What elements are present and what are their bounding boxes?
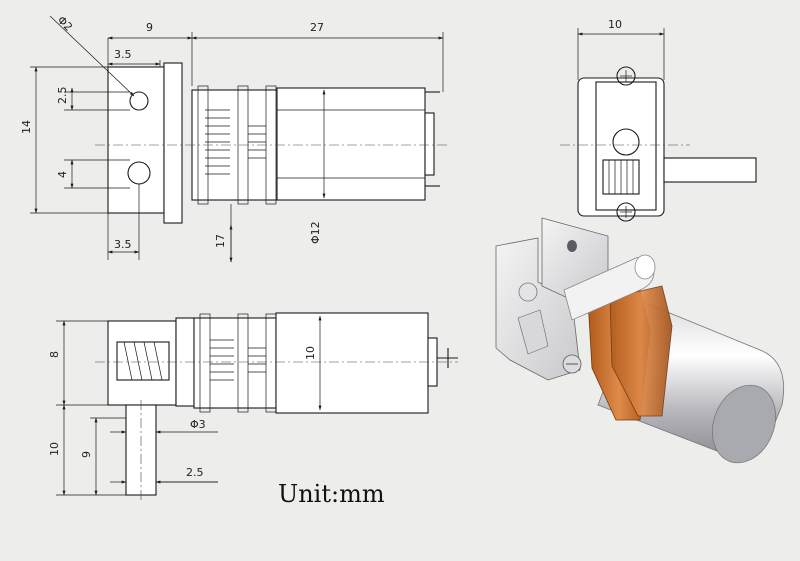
- dim-phi12: Φ12: [309, 221, 322, 244]
- dim-10-shaft: 10: [48, 442, 61, 456]
- motor-can-top: [276, 87, 426, 201]
- dim-14: 14: [20, 120, 33, 134]
- dim-8: 8: [48, 351, 61, 358]
- top-view: Φ2 9 27 3.5 2.5 14 4 3.5 17 Φ12: [20, 14, 448, 263]
- bracket-flange-top: [163, 62, 183, 224]
- dim-10-front: 10: [304, 346, 317, 360]
- dim-phi3: Φ3: [190, 418, 206, 431]
- screw-head-top: [616, 66, 636, 86]
- motor-3d-render: [495, 217, 785, 464]
- mounting-hole-top: [129, 91, 149, 111]
- unit-label: Unit:mm: [278, 480, 385, 508]
- side-view: 10: [560, 18, 757, 222]
- side-hole: [612, 128, 640, 156]
- dim-27: 27: [310, 21, 324, 34]
- output-shaft-side: [663, 157, 757, 183]
- dim-4: 4: [56, 171, 69, 178]
- gear-teeth-top: [205, 109, 266, 175]
- dim-3-5-bottom: 3.5: [114, 238, 132, 251]
- motor-endcap-top: [424, 112, 435, 176]
- dim-3-5-top: 3.5: [114, 48, 132, 61]
- worm-thread-front: [123, 341, 163, 381]
- worm-teeth-side: [608, 160, 634, 194]
- dim-9-shaft: 9: [80, 451, 93, 458]
- dim-phi2: Φ2: [55, 14, 75, 34]
- screw-head-bottom: [616, 202, 636, 222]
- bracket-plate-top: [107, 66, 165, 214]
- front-view: 8 10 Φ3 9 10 2.5: [48, 312, 458, 500]
- dim-2-5-left: 2.5: [56, 87, 69, 105]
- gearbox-front: [193, 317, 277, 409]
- motor-can-front: [275, 312, 429, 414]
- dim-17: 17: [214, 234, 227, 248]
- worm-gear-front: [116, 341, 170, 381]
- gear-teeth-front: [210, 339, 266, 381]
- dim-9-top: 9: [146, 21, 153, 34]
- dim-10-side: 10: [608, 18, 622, 31]
- dim-2-5-shaft: 2.5: [186, 466, 204, 479]
